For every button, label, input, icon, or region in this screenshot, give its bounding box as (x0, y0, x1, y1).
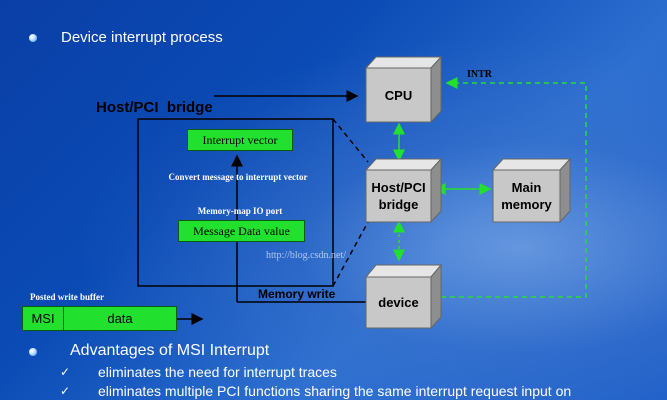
intr-label: INTR (467, 69, 493, 80)
checkmark-icon: ✓ (60, 365, 71, 379)
bridge-box-shape (364, 157, 443, 224)
convert-message-text: Convert message to interrupt vector (168, 172, 308, 182)
slide-title: Device interrupt process (61, 29, 223, 46)
interrupt-vector-box: Interrupt vector (187, 129, 293, 151)
title-bullet-icon (29, 34, 37, 42)
device-label: device (378, 295, 419, 310)
memory-map-text: Memory-map IO port (197, 206, 283, 216)
watermark: http://blog.csdn.net/ (266, 250, 346, 261)
main-memory-label: Main memory (501, 180, 552, 212)
advantage-item: eliminates the need for interrupt traces (98, 364, 337, 380)
memory-write-label: Memory write (258, 287, 336, 301)
device-box-shape (364, 263, 443, 330)
checkmark-icon: ✓ (60, 384, 71, 398)
cpu-label: CPU (384, 87, 413, 103)
memory-box-shape (491, 157, 572, 224)
message-data-box: Message Data value (178, 220, 305, 242)
advantages-title: Advantages of MSI Interrupt (70, 342, 270, 359)
bridge-outline (137, 118, 334, 287)
data-cell: data (63, 306, 177, 331)
posted-write-buffer-label: Posted write buffer (30, 292, 104, 302)
advantages-bullet-icon (29, 348, 37, 356)
msi-cell: MSI (22, 306, 64, 331)
host-pci-bridge-box-label: Host/PCI bridge (371, 180, 426, 212)
host-pci-bridge-label: Host/PCI bridge (96, 99, 213, 116)
cpu-box-shape (364, 55, 443, 124)
advantage-item: eliminates multiple PCI functions sharin… (98, 383, 572, 399)
